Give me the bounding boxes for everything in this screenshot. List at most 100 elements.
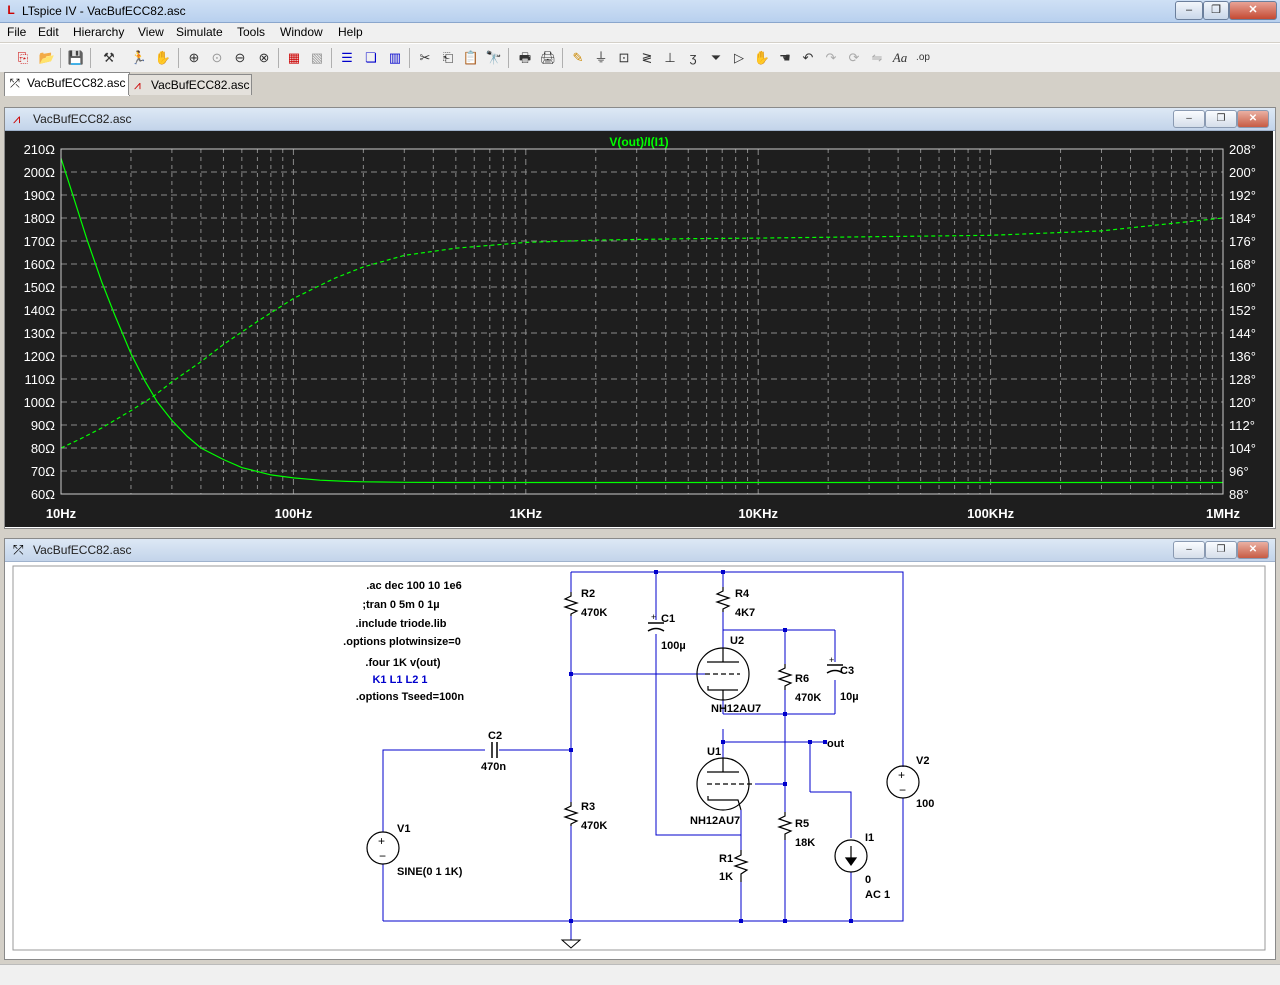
cut-icon[interactable]: ✂	[419, 50, 431, 65]
redo-icon[interactable]: ↷	[825, 50, 837, 65]
y-left-tick-label: 60Ω	[31, 487, 55, 502]
autorange-icon[interactable]: ▦	[287, 50, 301, 65]
inductor-icon[interactable]: ʒ	[689, 50, 697, 65]
resistor-symbols	[563, 587, 793, 882]
print-icon[interactable]: 🖨	[539, 50, 557, 65]
zoom-area-icon[interactable]: ⊙	[211, 50, 223, 65]
directive-k1[interactable]: K1 L1 L2 1	[372, 674, 427, 686]
capacitor-c3-plate2	[826, 669, 844, 674]
r5-value: 18K	[795, 837, 815, 849]
label-icon[interactable]: ⊡	[618, 50, 630, 65]
ltspice-logo-icon: L	[7, 3, 15, 17]
r3-name: R3	[581, 801, 595, 813]
tile-horizontal-icon[interactable]: ☰	[341, 50, 353, 65]
control-panel-icon[interactable]: ⚒	[103, 50, 115, 65]
wires	[382, 571, 904, 940]
waveform-plot[interactable]: 210Ω200Ω190Ω180Ω170Ω160Ω150Ω140Ω130Ω120Ω…	[5, 131, 1273, 527]
run-icon[interactable]: 🏃	[130, 50, 148, 65]
text-icon[interactable]: Aa	[892, 50, 908, 65]
x-tick-label: 10Hz	[46, 506, 77, 521]
schematic-maximize-button[interactable]: ❐	[1205, 541, 1237, 559]
menu-help[interactable]: Help	[338, 25, 363, 39]
menu-simulate[interactable]: Simulate	[176, 25, 223, 39]
copy-icon[interactable]: ⎗	[442, 50, 454, 65]
tab-plot[interactable]: ⩘ VacBufECC82.asc	[128, 74, 252, 95]
menu-view[interactable]: View	[138, 25, 164, 39]
resistor-icon[interactable]: ≷	[641, 50, 653, 65]
open-file-icon[interactable]: 📂	[38, 50, 56, 65]
directive-include[interactable]: .include triode.lib	[355, 618, 446, 630]
tab-schematic[interactable]: ⤱ VacBufECC82.asc	[4, 72, 130, 96]
r6-name: R6	[795, 673, 809, 685]
schematic-close-button[interactable]: ✕	[1237, 541, 1269, 559]
rotate-icon[interactable]: ⟳	[848, 50, 860, 65]
y-right-tick-label: 136°	[1229, 349, 1256, 364]
app-title-bar: L LTspice IV - VacBufECC82.asc – ❐ ✕	[0, 0, 1280, 23]
y-right-tick-label: 88°	[1229, 487, 1249, 502]
undo-icon[interactable]: ↶	[802, 50, 814, 65]
schematic-canvas[interactable]: .ac dec 100 10 1e6 ;tran 0 5m 0 1µ .incl…	[5, 562, 1273, 954]
drag-icon[interactable]: ☚	[779, 50, 791, 65]
halt-icon[interactable]: ✋	[154, 50, 172, 65]
tile-vertical-icon[interactable]: ▥	[388, 50, 402, 65]
mirror-icon[interactable]: ⇋	[871, 50, 883, 65]
plot-traces	[60, 158, 1224, 484]
directive-options-plotwinsize[interactable]: .options plotwinsize=0	[343, 636, 461, 648]
menu-file[interactable]: File	[7, 25, 27, 39]
resistor-r2	[563, 592, 579, 616]
directive-tran[interactable]: ;tran 0 5m 0 1µ	[362, 599, 439, 611]
zoom-fit-icon[interactable]: ⊗	[258, 50, 270, 65]
find-icon[interactable]: 🔭	[485, 50, 503, 65]
ground-icon[interactable]: ⏚	[594, 50, 608, 65]
directive-options-tseed[interactable]: .options Tseed=100n	[356, 691, 465, 703]
u2-name: U2	[730, 635, 744, 647]
trace-label[interactable]: V(out)/I(I1)	[609, 135, 668, 149]
menu-hierarchy[interactable]: Hierarchy	[73, 25, 125, 39]
diode-icon[interactable]: ⏷	[710, 50, 722, 65]
draw-wire-icon[interactable]: ✎	[572, 50, 584, 65]
component-icon[interactable]: ▷	[734, 50, 744, 65]
minimize-button[interactable]: –	[1175, 1, 1203, 20]
r2-name: R2	[581, 588, 595, 600]
cascade-icon[interactable]: ❏	[365, 50, 377, 65]
r3-value: 470K	[581, 820, 607, 832]
close-button[interactable]: ✕	[1229, 1, 1277, 20]
paste-icon[interactable]: 📋	[462, 50, 480, 65]
plot-minimize-button[interactable]: –	[1173, 110, 1205, 128]
open-schematic-icon[interactable]: ⎘	[17, 50, 29, 65]
zoom-in-icon[interactable]: ⊕	[188, 50, 200, 65]
plot-background	[5, 131, 1273, 527]
plot-maximize-button[interactable]: ❐	[1205, 110, 1237, 128]
menu-edit[interactable]: Edit	[38, 25, 59, 39]
save-icon[interactable]: 💾	[67, 50, 85, 65]
c3-name: C3	[840, 665, 854, 677]
net-label-out: out	[827, 738, 844, 750]
y-left-tick-label: 180Ω	[24, 211, 56, 226]
directive-ac[interactable]: .ac dec 100 10 1e6	[366, 580, 461, 592]
r4-name: R4	[735, 588, 750, 600]
print-preview-icon[interactable]: 🖶	[518, 50, 532, 65]
spice-directive-icon[interactable]: .op	[916, 52, 930, 63]
spice-directives: .ac dec 100 10 1e6 ;tran 0 5m 0 1µ .incl…	[343, 580, 464, 703]
y-left-tick-label: 120Ω	[24, 349, 56, 364]
r2-value: 470K	[581, 607, 607, 619]
maximize-button[interactable]: ❐	[1203, 1, 1229, 20]
phase-trace[interactable]	[60, 217, 1224, 449]
schematic-minimize-button[interactable]: –	[1173, 541, 1205, 559]
y-left-tick-label: 200Ω	[24, 165, 56, 180]
capacitor-icon[interactable]: ⊥	[664, 50, 676, 65]
menu-tools[interactable]: Tools	[237, 25, 266, 39]
c3-value: 10µ	[840, 691, 859, 703]
plot-close-button[interactable]: ✕	[1237, 110, 1269, 128]
r4-value: 4K7	[735, 607, 755, 619]
zoom-out-icon[interactable]: ⊖	[234, 50, 246, 65]
grid-icon[interactable]: ▧	[310, 50, 324, 65]
move-icon[interactable]: ✋	[753, 50, 771, 65]
directive-four[interactable]: .four 1K v(out)	[365, 657, 440, 669]
y-right-tick-label: 192°	[1229, 188, 1256, 203]
y-right-tick-label: 200°	[1229, 165, 1256, 180]
document-tabs: ⤱ VacBufECC82.asc ⩘ VacBufECC82.asc	[0, 72, 1280, 96]
menu-window[interactable]: Window	[280, 25, 323, 39]
magnitude-trace[interactable]	[60, 158, 1223, 484]
